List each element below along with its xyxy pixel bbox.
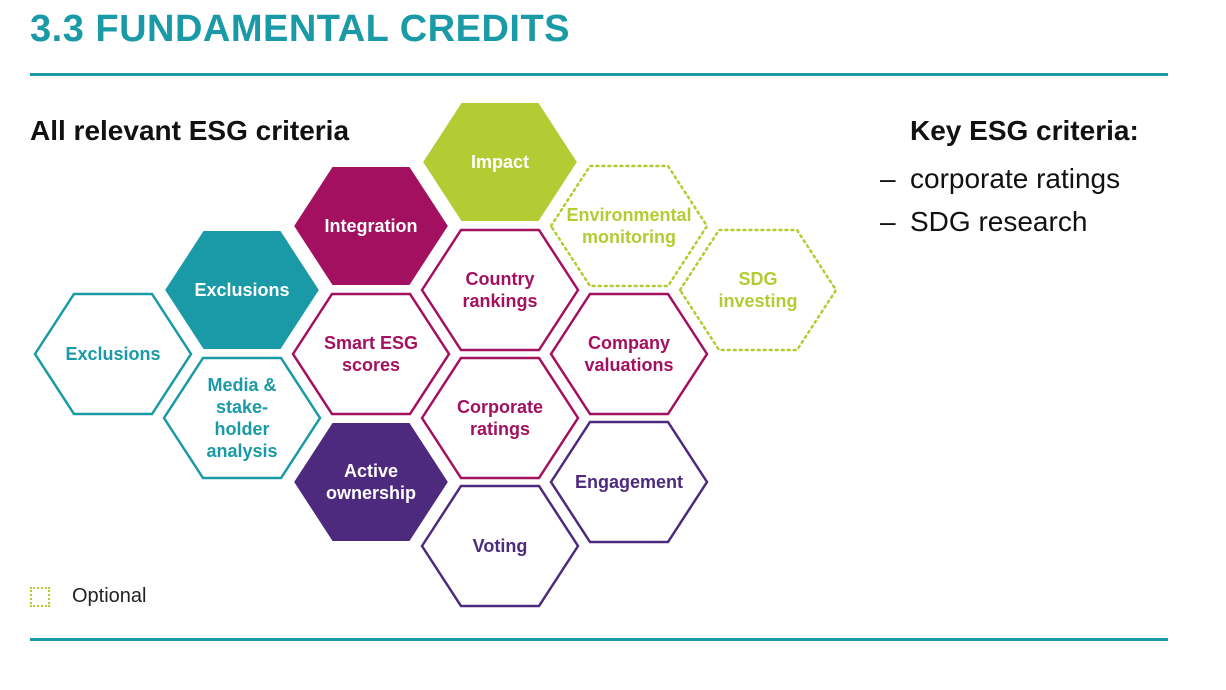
hex-shape — [549, 292, 709, 416]
hex-label-line: ownership — [326, 483, 416, 503]
legend-label: Optional — [72, 585, 147, 607]
hex-shape — [291, 421, 451, 543]
hex-engagement: Engagement — [549, 420, 709, 544]
hex-label-line: analysis — [206, 441, 277, 461]
hex-label-line: Active — [344, 461, 398, 481]
hex-shape — [420, 228, 580, 352]
diagram-subtitle: All relevant ESG criteria — [30, 115, 350, 146]
hex-shape — [549, 164, 709, 288]
hex-label-line: Engagement — [575, 472, 683, 492]
hex-label-line: stake- — [216, 397, 268, 417]
hex-label-line: Company — [588, 333, 670, 353]
hex-label-line: Country — [466, 269, 535, 289]
key-criteria-item-label: corporate ratings — [910, 163, 1121, 194]
hex-label-line: Exclusions — [65, 344, 160, 364]
legend: Optional — [30, 585, 147, 608]
hex-label: Exclusions — [65, 344, 160, 364]
top-divider — [30, 73, 1168, 76]
hex-label-line: monitoring — [582, 227, 676, 247]
hex-label-line: Media & — [207, 375, 276, 395]
key-criteria-item-label: SDG research — [910, 206, 1088, 237]
hex-exclusions-outline: Exclusions — [33, 292, 193, 416]
hex-label-line: Exclusions — [194, 280, 289, 300]
hex-shape — [549, 420, 709, 544]
hex-shape — [291, 165, 451, 287]
hex-label: Impact — [471, 152, 529, 172]
hex-label-line: Corporate — [457, 397, 543, 417]
hex-voting: Voting — [420, 484, 580, 608]
hex-label: Exclusions — [194, 280, 289, 300]
hex-integration: Integration — [291, 165, 451, 287]
optional-swatch-icon — [30, 586, 50, 607]
hex-shape — [420, 101, 580, 223]
key-criteria-panel: Key ESG criteria: – corporate ratings – … — [880, 115, 1139, 243]
hex-label-line: SDG — [738, 269, 777, 289]
page-title: 3.3 FUNDAMENTAL CREDITS — [30, 8, 571, 50]
hex-label-line: rankings — [462, 291, 537, 311]
hex-label-line: Integration — [325, 216, 418, 236]
hex-label-line: scores — [342, 355, 400, 375]
key-criteria-title: Key ESG criteria: — [910, 115, 1139, 146]
hex-label-line: holder — [214, 419, 269, 439]
hex-label: Engagement — [575, 472, 683, 492]
hex-shape — [162, 229, 322, 351]
hex-shape — [420, 484, 580, 608]
key-criteria-item: – SDG research — [880, 200, 1139, 243]
hex-label-line: Environmental — [566, 205, 691, 225]
hex-label-line: Impact — [471, 152, 529, 172]
hex-impact: Impact — [420, 101, 580, 223]
hex-label-line: valuations — [584, 355, 673, 375]
hex-exclusions-filled: Exclusions — [162, 229, 322, 351]
hex-label-line: Smart ESG — [324, 333, 418, 353]
hex-shape — [678, 228, 838, 352]
hex-label: Integration — [325, 216, 418, 236]
hex-shape — [162, 356, 322, 480]
key-criteria-item: – corporate ratings — [880, 157, 1139, 200]
hex-shape — [291, 292, 451, 416]
hex-label-line: ratings — [470, 419, 530, 439]
hex-label-line: investing — [718, 291, 797, 311]
hex-label: Voting — [473, 536, 528, 556]
hex-shape — [420, 356, 580, 480]
bullet-dash: – — [880, 163, 896, 194]
bottom-divider — [30, 638, 1168, 641]
bullet-dash: – — [880, 206, 896, 237]
hex-label-line: Voting — [473, 536, 528, 556]
hex-shape — [33, 292, 193, 416]
